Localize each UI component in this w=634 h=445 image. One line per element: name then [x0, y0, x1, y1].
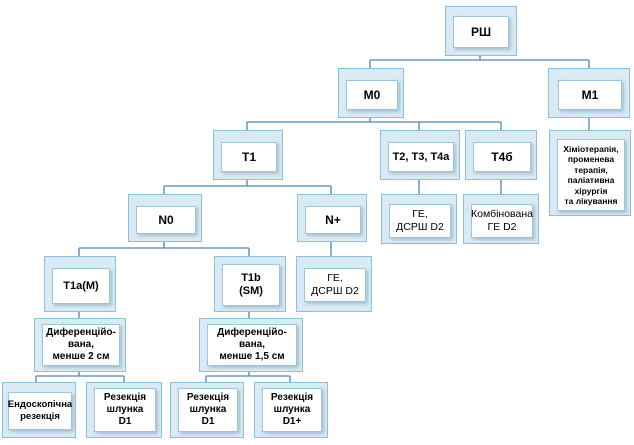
node-gastric-resection-d1-plus-label: Резекція шлунка D1+: [270, 392, 314, 427]
node-m0-label: M0: [363, 88, 381, 102]
node-n0-label: N0: [158, 213, 174, 227]
node-t4b: T4б: [465, 130, 537, 180]
node-t1a: T1a(M): [44, 256, 116, 312]
node-t2-t3-t4a-label: T2, T3, T4a: [392, 151, 450, 163]
node-m0: M0: [338, 68, 404, 118]
node-nplus-ge-label: ГЕ, ДСРШ D2: [311, 272, 359, 297]
node-t4b-label: T4б: [491, 150, 513, 164]
node-t2-t3-t4a: T2, T3, T4a: [380, 130, 460, 180]
node-nplus-ge: ГЕ, ДСРШ D2: [296, 256, 372, 312]
node-gastric-resection-d1-plus: Резекція шлунка D1+: [254, 382, 328, 438]
node-rsh-label: РШ: [470, 25, 492, 39]
node-differentiated-2cm: Диференційо- вана, менше 2 см: [34, 318, 126, 372]
node-t1b: T1b (SM): [214, 256, 286, 312]
node-t1b-label: T1b (SM): [239, 272, 263, 297]
node-endoscopic-resection-label: Ендоскопічна резекція: [7, 399, 73, 422]
node-t4b-combined: Комбінована ГЕ D2: [463, 194, 539, 244]
node-gastric-resection-d1-right: Резекція шлунка D1: [170, 382, 244, 438]
node-nplus: N+: [297, 194, 367, 242]
node-t1-label: T1: [241, 150, 256, 164]
node-endoscopic-resection: Ендоскопічна резекція: [2, 382, 76, 438]
node-chemo-label: Хіміотерапія, променева терапія, паліати…: [563, 143, 619, 207]
node-t4b-combined-label: Комбінована ГЕ D2: [471, 208, 533, 233]
node-gastric-resection-d1-left: Резекція шлунка D1: [86, 382, 162, 438]
node-gastric-resection-d1-left-label: Резекція шлунка D1: [103, 392, 147, 427]
node-t234a-ge-label: ГЕ, ДСРШ D2: [396, 208, 444, 233]
node-n0: N0: [128, 194, 202, 242]
node-differentiated-2cm-label: Диференційо- вана, менше 2 см: [46, 327, 116, 362]
node-differentiated-1-5cm-label: Диференційо- вана, менше 1,5 см: [217, 327, 287, 362]
node-gastric-resection-d1-right-label: Резекція шлунка D1: [186, 392, 230, 427]
node-chemo: Хіміотерапія, променева терапія, паліати…: [549, 130, 631, 216]
node-nplus-label: N+: [325, 213, 341, 227]
node-t234a-ge: ГЕ, ДСРШ D2: [381, 194, 457, 244]
node-m1-label: M1: [581, 88, 599, 102]
node-rsh: РШ: [445, 6, 517, 56]
node-differentiated-1-5cm: Диференційо- вана, менше 1,5 см: [199, 318, 303, 372]
node-t1: T1: [213, 130, 283, 180]
node-m1: M1: [548, 68, 630, 118]
node-t1a-label: T1a(M): [63, 280, 99, 292]
